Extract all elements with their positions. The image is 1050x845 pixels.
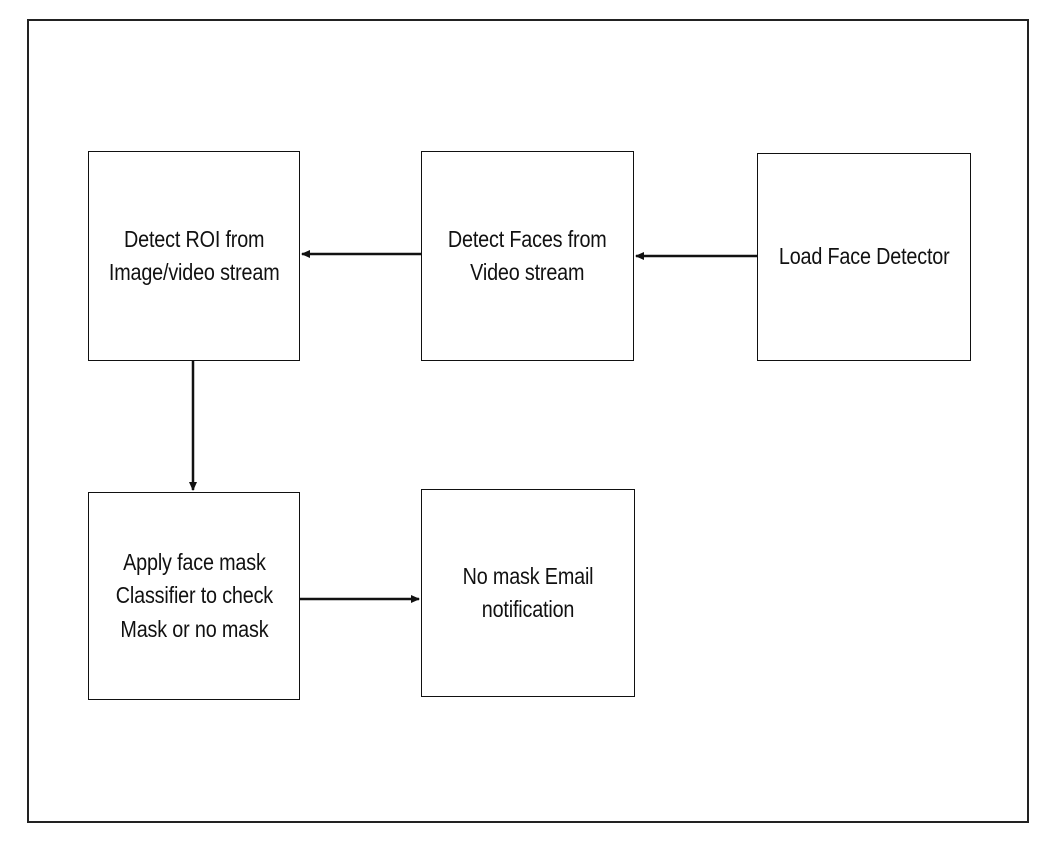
node-detect-faces: Detect Faces from Video stream <box>421 151 634 361</box>
node-load-face-detector-label: Load Face Detector <box>778 243 950 270</box>
node-apply-classifier: Apply face mask Classifier to check Mask… <box>88 492 300 700</box>
diagram-frame <box>27 19 1029 823</box>
node-load-face-detector: Load Face Detector <box>757 153 971 361</box>
node-detect-roi: Detect ROI from Image/video stream <box>88 151 300 361</box>
node-detect-roi-label: Detect ROI from Image/video stream <box>108 225 280 285</box>
node-email-notification-label: No mask Email notification <box>462 562 594 622</box>
node-detect-faces-label: Detect Faces from Video stream <box>448 225 607 285</box>
node-email-notification: No mask Email notification <box>421 489 635 697</box>
node-apply-classifier-label: Apply face mask Classifier to check Mask… <box>115 548 273 642</box>
